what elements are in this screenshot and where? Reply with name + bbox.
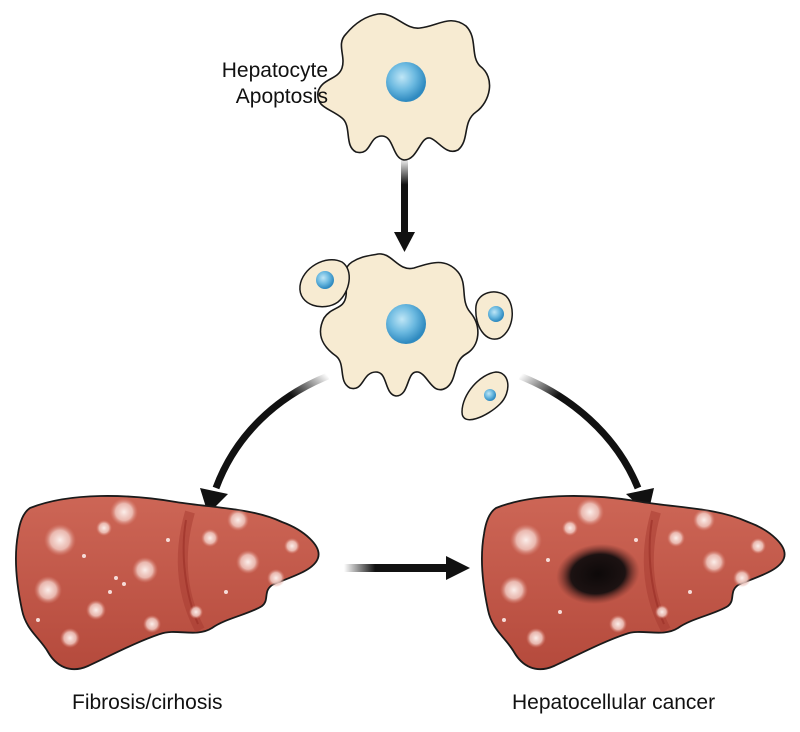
hepatocyte-cell-top <box>317 13 491 161</box>
label-hepatocellular-cancer: Hepatocellular cancer <box>512 691 716 714</box>
tumor <box>556 543 640 605</box>
label-hepatocyte-apoptosis: Hepatocyte Apoptosis <box>188 58 328 110</box>
apoptotic-body-left <box>299 259 350 308</box>
label-fibrosis: Fibrosis/cirhosis <box>72 691 223 714</box>
nucleus-center <box>386 304 426 344</box>
arrow-curve-left <box>200 372 330 514</box>
arrow-right <box>344 556 470 580</box>
apoptotic-body-bottom <box>461 371 509 421</box>
apoptotic-body-right <box>475 291 513 340</box>
label-hepatocyte: Hepatocyte <box>221 59 328 82</box>
apoptotic-cell <box>319 253 479 397</box>
arrow-curve-right <box>518 372 654 514</box>
arrow-down <box>394 158 415 252</box>
nucleus-top <box>386 62 426 102</box>
liver-cancer <box>481 495 786 671</box>
label-apoptosis: Apoptosis <box>235 85 328 108</box>
liver-fibrosis <box>15 495 320 671</box>
